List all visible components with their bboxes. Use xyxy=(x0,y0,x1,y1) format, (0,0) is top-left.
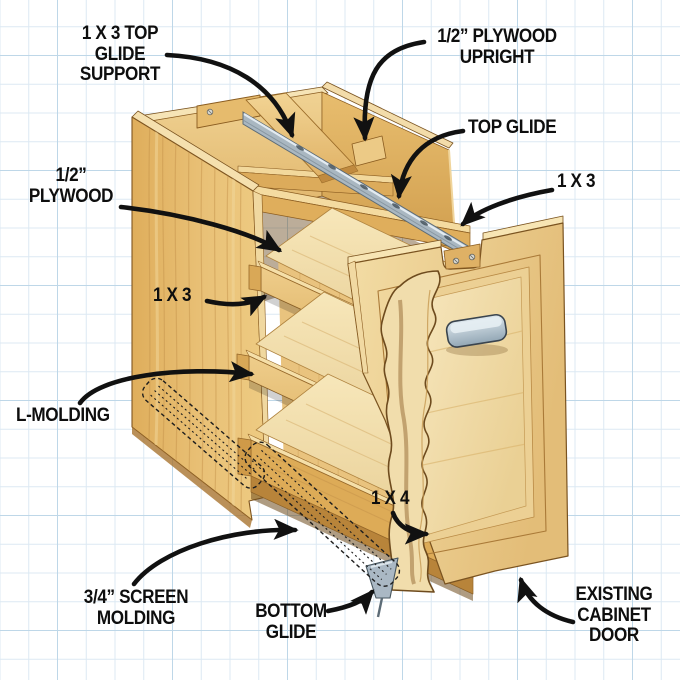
arrow-existing-door xyxy=(517,576,576,625)
label-one-by-four: 1 X 4 xyxy=(371,488,410,509)
label-one-by-three-right: 1 X 3 xyxy=(557,171,596,192)
upright-cutaway xyxy=(380,270,441,593)
label-existing-cabinet-door: EXISTING CABINET DOOR xyxy=(575,584,653,646)
l-molding-hidden-outline xyxy=(141,377,266,489)
bottom-glide-foot xyxy=(365,557,399,618)
label-top-glide: TOP GLIDE xyxy=(468,117,557,138)
arrow-one-by-three-right xyxy=(460,187,555,227)
label-plywood-upright: 1/2” PLYWOOD UPRIGHT xyxy=(437,26,557,68)
door-left-edge xyxy=(347,260,369,374)
label-screen-molding: 3/4” SCREEN MOLDING xyxy=(83,587,189,629)
arrow-one-by-three-left xyxy=(204,294,268,317)
arrow-screen-molding xyxy=(131,518,299,587)
callout-arrows xyxy=(77,39,576,625)
arrow-one-by-four xyxy=(390,510,430,545)
arrow-top-glide-support xyxy=(164,52,296,139)
label-l-molding: L-MOLDING xyxy=(16,405,110,426)
label-bottom-glide: BOTTOM GLIDE xyxy=(255,601,327,643)
label-plywood-left: 1/2” PLYWOOD xyxy=(28,165,114,207)
arrow-plywood-upright xyxy=(353,39,427,142)
screen-molding-hidden-outline xyxy=(244,441,401,587)
label-one-by-three-left: 1 X 3 xyxy=(153,285,192,306)
glide-support-cleat xyxy=(196,94,261,129)
right-panel-top-edge xyxy=(321,81,454,149)
label-top-glide-support: 1 X 3 TOP GLIDE SUPPORT xyxy=(79,23,161,85)
arrow-bottom-glide xyxy=(325,589,375,615)
arrow-plywood-left xyxy=(118,204,283,253)
glide-mount-block xyxy=(443,243,481,270)
door-handle xyxy=(445,313,508,348)
arrow-l-molding xyxy=(77,361,255,406)
arrow-top-glide xyxy=(390,128,466,200)
